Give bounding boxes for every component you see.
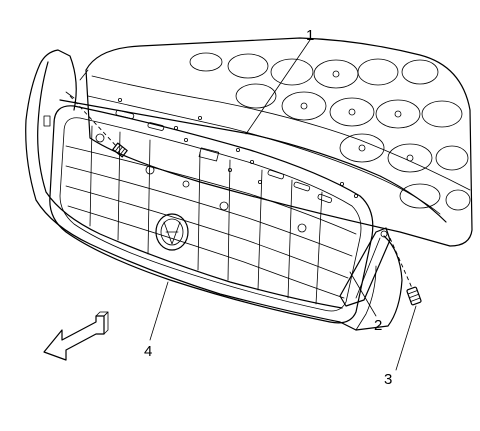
right-grille-bracket [339, 227, 391, 307]
callout-4: 4 [144, 343, 152, 360]
front-fascia [25, 49, 403, 331]
radiator-grille [49, 105, 374, 324]
radiator-support-panel [59, 37, 473, 247]
grille-mounting-bosses [95, 133, 307, 233]
callout-1: 1 [306, 27, 314, 44]
tie-bar-slots [115, 98, 358, 204]
callout-3: 3 [384, 371, 392, 388]
callout-leaders [149, 39, 417, 371]
left-grille-fastener [43, 91, 128, 158]
right-grille-bolt [389, 237, 422, 306]
grille-emblem [155, 213, 189, 251]
grille-bars [65, 125, 357, 305]
fan-shroud-openings [189, 52, 471, 211]
callout-2: 2 [374, 317, 382, 334]
forward-direction-arrow-icon [43, 311, 109, 361]
